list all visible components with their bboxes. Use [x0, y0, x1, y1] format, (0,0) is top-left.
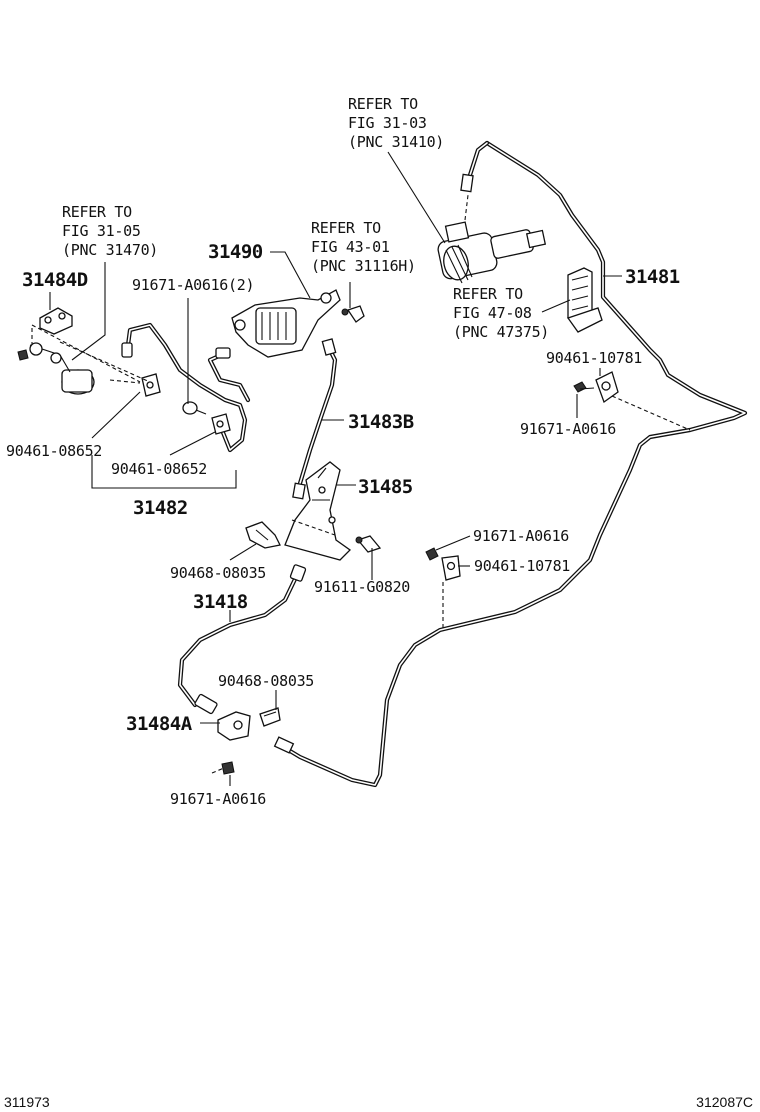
- refer-note-line: (PNC 47375): [453, 323, 549, 341]
- refer-note-line: FIG 31-03: [348, 114, 427, 132]
- refer-note-line: REFER TO: [453, 285, 523, 303]
- callout-91671-a0616-mid[interactable]: 91671-A0616: [473, 527, 570, 545]
- part-label-31483b[interactable]: 31483B: [348, 411, 414, 433]
- refer-note-31410: REFER TO FIG 31-03 (PNC 31410): [348, 95, 444, 151]
- callout-91671-a0616-bottom[interactable]: 91671-A0616: [170, 790, 267, 808]
- refer-note-47375: REFER TO FIG 47-08 (PNC 47375): [453, 285, 549, 341]
- part-label-31481[interactable]: 31481: [625, 266, 680, 288]
- callout-90461-08652-left[interactable]: 90461-08652: [6, 442, 102, 460]
- callout-90468-08035-top[interactable]: 90468-08035: [170, 564, 266, 582]
- callout-91611-g0820[interactable]: 91611-G0820: [314, 578, 411, 596]
- callout-91671-a0616-2[interactable]: 91671-A0616(2): [132, 276, 255, 294]
- bolt-91611-g0820[interactable]: [355, 535, 382, 553]
- damper-31484d[interactable]: [17, 307, 95, 395]
- refer-note-31470: REFER TO FIG 31-05 (PNC 31470): [62, 203, 158, 259]
- part-label-31490[interactable]: 31490: [208, 241, 263, 263]
- pipe-clamp-bracket[interactable]: [566, 267, 603, 333]
- clutch-master-cylinder[interactable]: [437, 194, 547, 284]
- pipe-clip-31482-right[interactable]: [211, 413, 231, 435]
- footer-illustration-code-right: 312087C: [696, 1094, 753, 1110]
- refer-note-line: (PNC 31470): [62, 241, 158, 259]
- callout-90461-08652-right[interactable]: 90461-08652: [111, 460, 207, 478]
- pipe-clip-right-upper[interactable]: [573, 371, 691, 431]
- clip-90468-08035-upper[interactable]: [245, 521, 281, 549]
- callout-90468-08035-bottom[interactable]: 90468-08035: [218, 672, 314, 690]
- refer-note-31116h: REFER TO FIG 43-01 (PNC 31116H): [311, 219, 416, 275]
- refer-note-line: REFER TO: [348, 95, 418, 113]
- pipe-31482[interactable]: [121, 322, 251, 453]
- bolt-31482[interactable]: [182, 401, 207, 415]
- pipe-31483b[interactable]: [292, 338, 338, 500]
- refer-note-line: (PNC 31116H): [311, 257, 416, 275]
- bracket-31484a[interactable]: [217, 707, 281, 741]
- part-label-31484a[interactable]: 31484A: [126, 713, 193, 735]
- refer-note-line: FIG 47-08: [453, 304, 532, 322]
- refer-note-line: (PNC 31410): [348, 133, 444, 151]
- callout-90461-10781-mid[interactable]: 90461-10781: [474, 557, 571, 575]
- union-bracket-31490[interactable]: [231, 289, 365, 358]
- flex-hose-31418[interactable]: [177, 564, 307, 715]
- pipe-clip-31482-left[interactable]: [141, 373, 161, 397]
- refer-note-line: REFER TO: [62, 203, 132, 221]
- bracket-31485[interactable]: [284, 461, 352, 561]
- refer-note-line: FIG 31-05: [62, 222, 141, 240]
- pipe-clip-middle[interactable]: [425, 547, 461, 628]
- refer-note-line: REFER TO: [311, 219, 381, 237]
- pipe-31481[interactable]: [273, 140, 748, 788]
- bolt-91671-a0616-bottom[interactable]: [211, 761, 235, 775]
- leader-lines: [49, 151, 622, 786]
- part-label-31484d[interactable]: 31484D: [22, 269, 88, 291]
- footer-illustration-code-left: 311973: [4, 1094, 50, 1110]
- part-label-31482[interactable]: 31482: [133, 497, 188, 519]
- callout-91671-a0616-top[interactable]: 91671-A0616: [520, 420, 617, 438]
- refer-note-line: FIG 43-01: [311, 238, 390, 256]
- callout-90461-10781-top[interactable]: 90461-10781: [546, 349, 643, 367]
- part-label-31485[interactable]: 31485: [358, 476, 413, 498]
- part-label-31418[interactable]: 31418: [193, 591, 248, 613]
